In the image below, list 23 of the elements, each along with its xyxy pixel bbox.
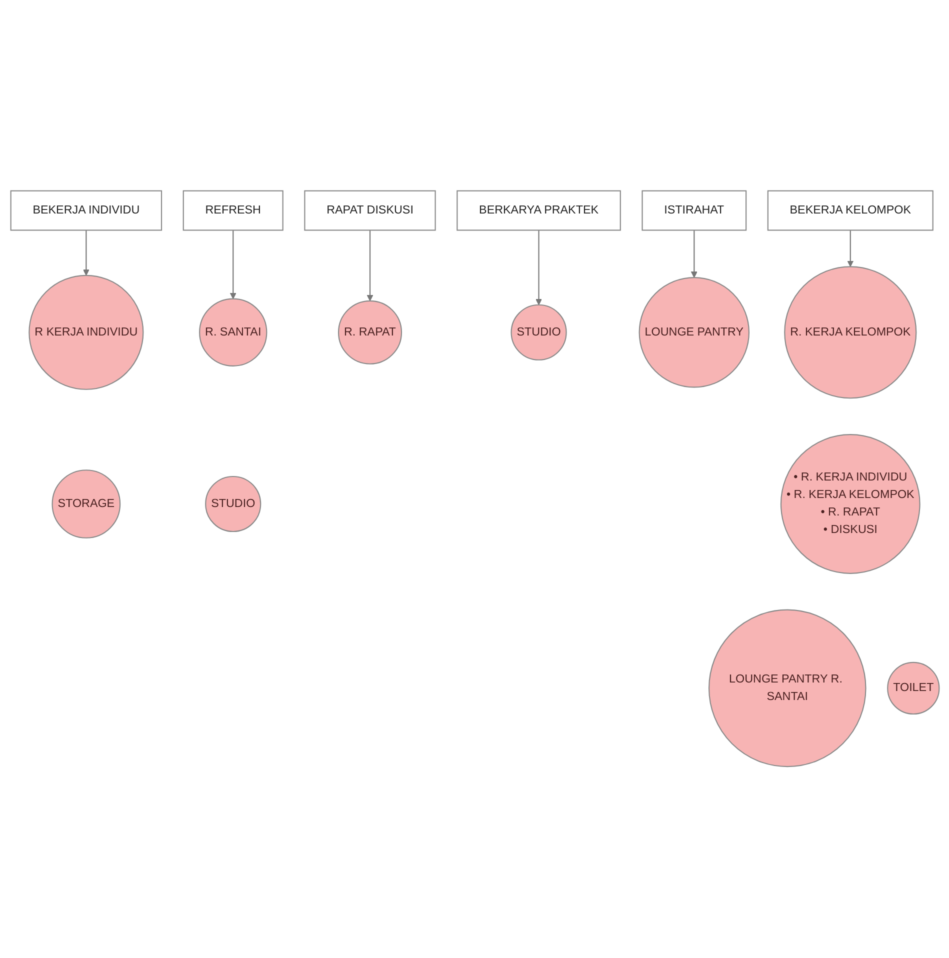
arrow	[535, 230, 542, 306]
activity-box: RAPAT DISKUSI	[304, 190, 436, 232]
activity-box: ISTIRAHAT	[641, 190, 746, 232]
arrow	[229, 230, 236, 300]
room-circle: R. RAPAT	[337, 300, 402, 365]
arrow	[82, 230, 89, 276]
room-circle: • R. KERJA INDIVIDU • R. KERJA KELOMPOK • R. RAPAT • DISKUSI	[780, 434, 920, 574]
room-circle: LOUNGE PANTRY	[638, 277, 750, 388]
activity-box: BERKARYA PRAKTEK	[456, 190, 620, 232]
room-circle: STUDIO	[510, 304, 566, 361]
arrow	[846, 230, 854, 268]
activity-box: REFRESH	[182, 190, 283, 232]
room-circle: STORAGE	[51, 470, 120, 539]
room-circle: STUDIO	[204, 476, 261, 532]
arrow	[366, 230, 373, 302]
activity-box: BEKERJA KELOMPOK	[766, 190, 933, 232]
room-circle: R. KERJA KELOMPOK	[784, 266, 916, 399]
room-circle: R. SANTAI	[198, 298, 267, 367]
room-circle: R KERJA INDIVIDU	[28, 275, 144, 390]
room-circle: LOUNGE PANTRY R. SANTAI	[708, 610, 866, 768]
activity-box: BEKERJA INDIVIDU	[10, 190, 162, 232]
arrow	[690, 230, 697, 278]
room-circle: TOILET	[886, 662, 940, 715]
